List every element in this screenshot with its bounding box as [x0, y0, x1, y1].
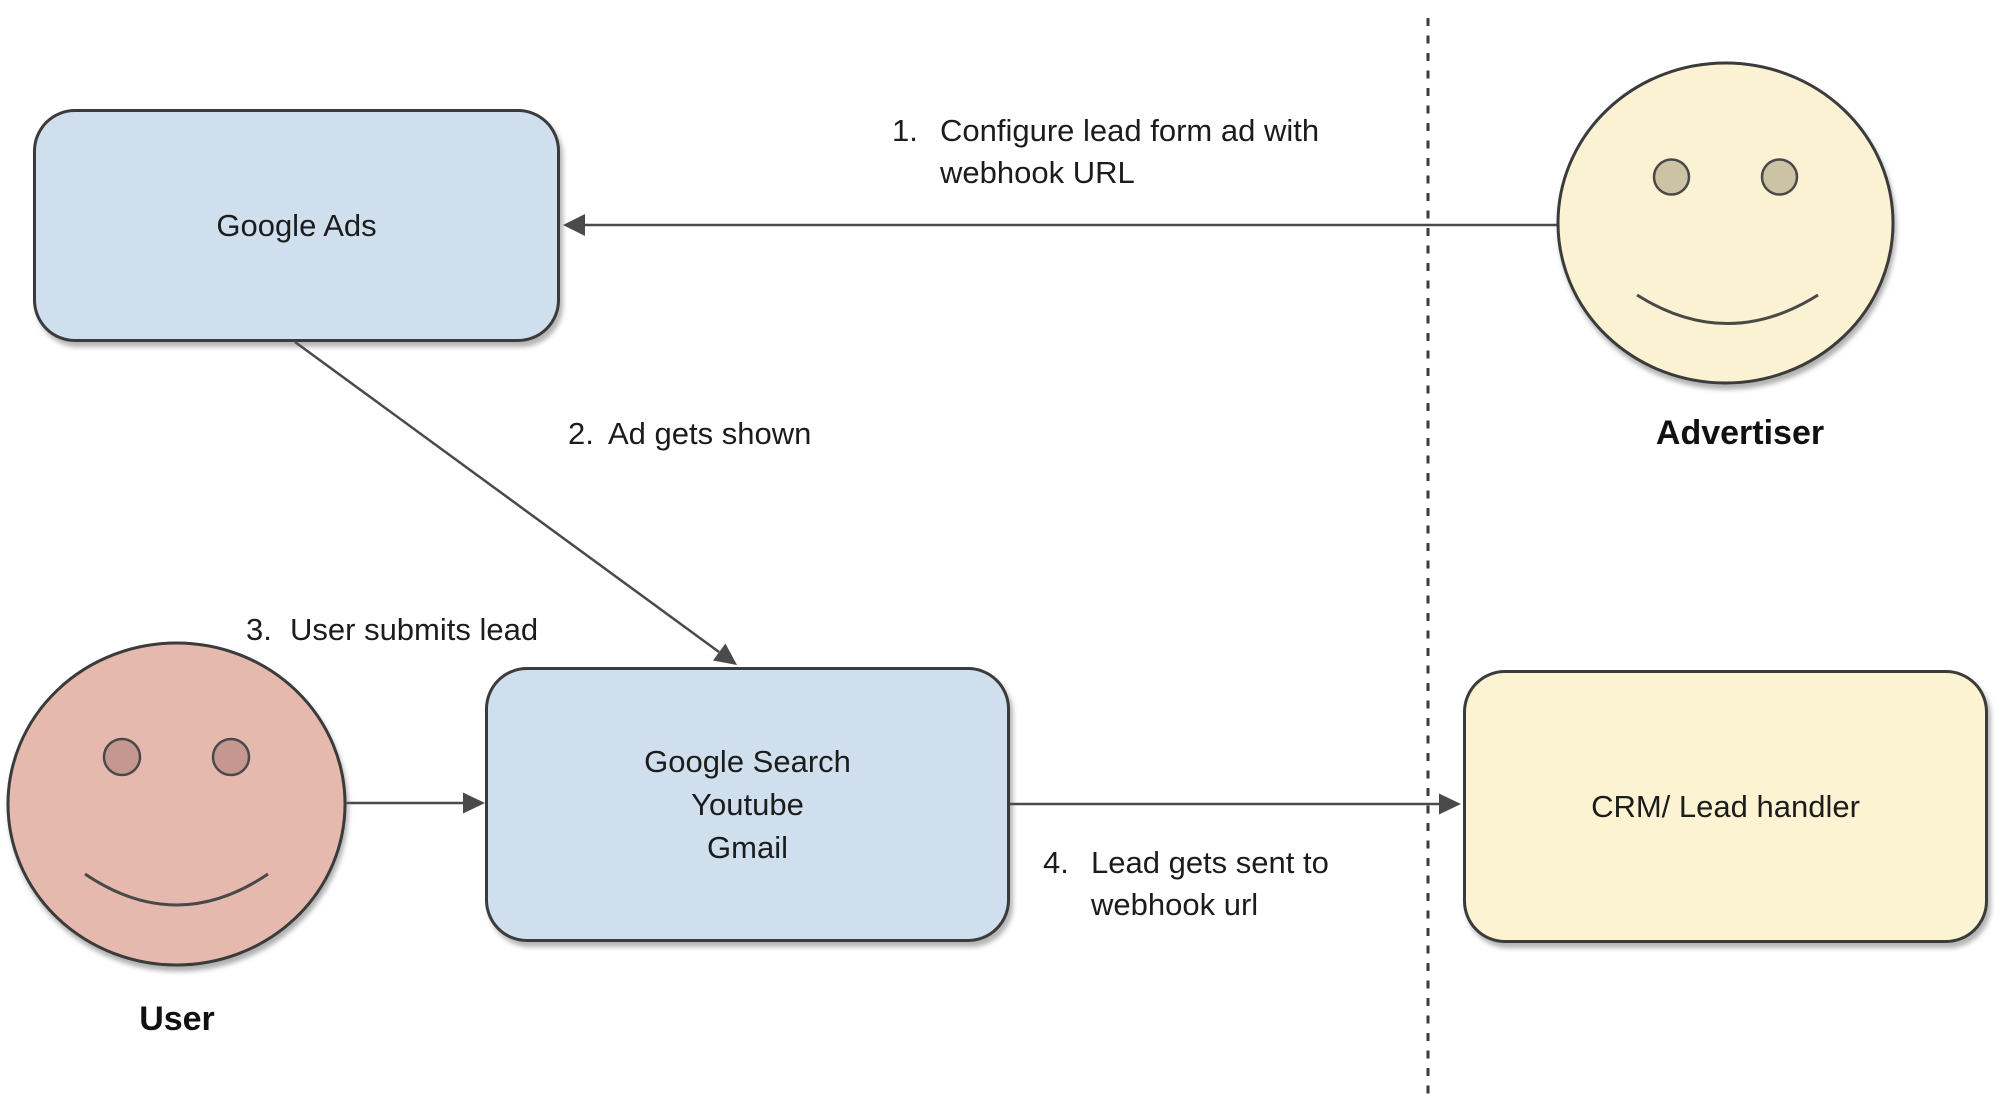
node-crm-label: CRM/ Lead handler — [1591, 789, 1860, 824]
step-3-number: 3. — [246, 612, 272, 647]
step-4-line-1: Lead gets sent to — [1091, 845, 1329, 880]
step-4-label: 4. Lead gets sent to webhook url — [1043, 842, 1329, 926]
node-google-ads: Google Ads — [33, 109, 560, 342]
user-right-eye-icon — [211, 737, 251, 777]
advertiser-actor-label: Advertiser — [1655, 414, 1825, 452]
user-smile-icon — [84, 872, 269, 907]
user-head — [6, 641, 347, 967]
step-1-number: 1. — [892, 113, 918, 148]
advertiser-right-eye-icon — [1760, 158, 1799, 196]
platforms-line-gmail: Gmail — [707, 830, 788, 865]
arrow-configure-lead-form — [563, 214, 1558, 236]
advertiser-left-eye-icon — [1652, 158, 1691, 196]
node-google-ads-label: Google Ads — [216, 208, 377, 243]
user-left-eye-icon — [102, 737, 142, 777]
user-actor-label: User — [139, 1000, 215, 1038]
advertiser-smile-icon — [1636, 293, 1819, 325]
arrow-lead-sent-webhook — [1010, 793, 1461, 815]
node-google-surfaces: Google Search Youtube Gmail — [485, 667, 1010, 942]
platforms-line-youtube: Youtube — [691, 787, 804, 822]
step-3-line-1: User submits lead — [290, 612, 539, 647]
arrow-user-submits-lead — [345, 792, 485, 814]
step-2-label: 2. Ad gets shown — [568, 413, 811, 455]
step-3-label: 3. User submits lead — [246, 609, 538, 651]
arrow-ad-gets-shown — [294, 340, 737, 665]
platforms-line-google-search: Google Search — [644, 744, 851, 779]
advertiser-head — [1556, 61, 1895, 385]
step-1-line-2: webhook URL — [940, 155, 1135, 190]
step-4-number: 4. — [1043, 845, 1069, 880]
step-2-line-1: Ad gets shown — [608, 416, 812, 451]
advertiser-face — [1556, 61, 1895, 385]
step-2-number: 2. — [568, 416, 594, 451]
step-1-label: 1. Configure lead form ad with webhook U… — [892, 110, 1319, 194]
step-1-line-1: Configure lead form ad with — [940, 113, 1320, 148]
user-face — [6, 641, 347, 967]
node-crm-lead-handler: CRM/ Lead handler — [1463, 670, 1988, 943]
step-4-line-2: webhook url — [1091, 887, 1259, 922]
